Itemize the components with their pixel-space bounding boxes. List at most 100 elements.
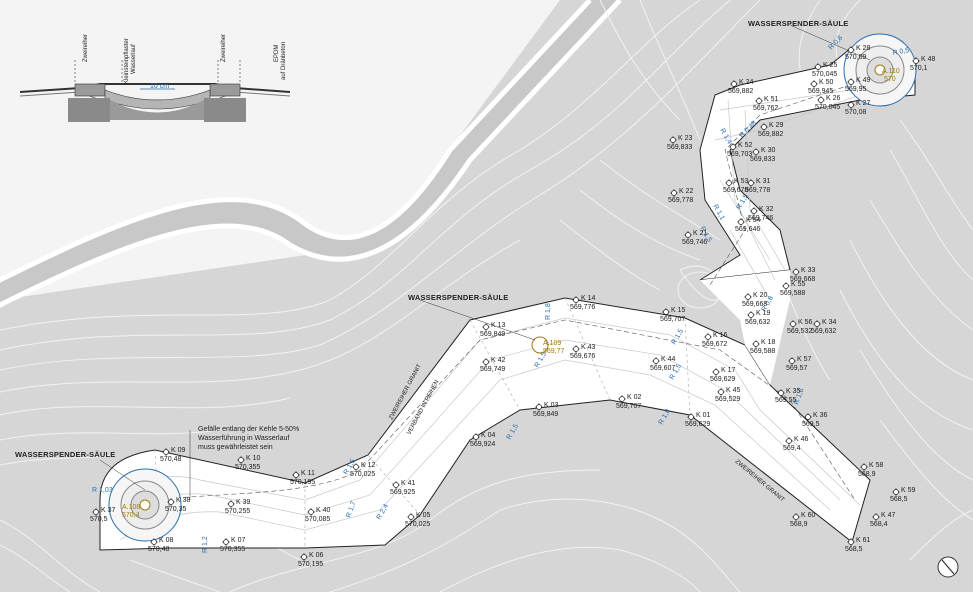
point-marker-icon bbox=[223, 539, 229, 545]
point-id: K 28 bbox=[856, 45, 871, 52]
point-id: K 30 bbox=[761, 147, 776, 154]
note-line-2: Wasserführung in Wasserlauf bbox=[198, 435, 289, 442]
point-elevation: 569,776 bbox=[570, 304, 595, 311]
point-elevation: 569,833 bbox=[750, 156, 775, 163]
point-id: K 20 bbox=[753, 292, 768, 299]
point-elevation: 569,833 bbox=[667, 144, 692, 151]
point-elevation: 570,025 bbox=[405, 521, 430, 528]
point-id: K 27 bbox=[856, 100, 871, 107]
elevation-point: K 05 570,025 bbox=[405, 512, 431, 528]
point-marker-icon bbox=[718, 389, 724, 395]
point-elevation: 569,672 bbox=[702, 341, 727, 348]
point-id: K 05 bbox=[416, 512, 431, 519]
elevation-point: K 12 570,025 bbox=[350, 462, 376, 478]
point-marker-icon bbox=[408, 514, 414, 520]
fountain-a109-name: A.109 bbox=[543, 340, 561, 347]
point-id: K 39 bbox=[236, 499, 251, 506]
point-id: K 10 bbox=[246, 455, 261, 462]
point-marker-icon bbox=[353, 464, 359, 470]
point-id: K 49 bbox=[856, 77, 871, 84]
point-id: K 31 bbox=[756, 178, 771, 185]
point-id: K 44 bbox=[661, 356, 676, 363]
point-elevation: 569,746 bbox=[748, 215, 773, 222]
point-id: K 29 bbox=[769, 122, 784, 129]
point-id: K 34 bbox=[822, 319, 837, 326]
point-id: K 08 bbox=[159, 537, 174, 544]
point-id: K 37 bbox=[101, 507, 116, 514]
point-id: K 50 bbox=[819, 79, 834, 86]
point-marker-icon bbox=[308, 509, 314, 515]
point-marker-icon bbox=[818, 97, 824, 103]
elevation-point: K 38 570,35 bbox=[165, 497, 191, 513]
point-elevation: 570,045 bbox=[812, 71, 837, 78]
point-marker-icon bbox=[913, 58, 919, 64]
point-id: K 01 bbox=[696, 412, 711, 419]
point-marker-icon bbox=[793, 514, 799, 520]
point-id: K 43 bbox=[581, 344, 596, 351]
point-elevation: 569,746 bbox=[682, 239, 707, 246]
point-marker-icon bbox=[163, 449, 169, 455]
point-elevation: 570,35 bbox=[165, 506, 187, 513]
point-id: K 09 bbox=[171, 447, 186, 454]
point-id: K 12 bbox=[361, 462, 376, 469]
point-marker-icon bbox=[811, 81, 817, 87]
point-marker-icon bbox=[301, 554, 307, 560]
point-marker-icon bbox=[228, 501, 234, 507]
point-elevation: 569,924 bbox=[470, 441, 495, 448]
point-elevation: 570,025 bbox=[350, 471, 375, 478]
north-arrow-icon bbox=[937, 556, 959, 578]
point-marker-icon bbox=[745, 294, 751, 300]
section-label-wasserlauf: Wasserlauf bbox=[131, 44, 137, 74]
point-marker-icon bbox=[751, 208, 757, 214]
point-marker-icon bbox=[748, 180, 754, 186]
point-id: K 07 bbox=[231, 537, 246, 544]
point-id: K 15 bbox=[671, 307, 686, 314]
radius-label: R 1,8 bbox=[545, 303, 552, 320]
point-marker-icon bbox=[688, 414, 694, 420]
point-id: K 38 bbox=[176, 497, 191, 504]
point-elevation: 569,4 bbox=[783, 445, 801, 452]
point-id: K 40 bbox=[316, 507, 331, 514]
point-marker-icon bbox=[814, 321, 820, 327]
fountain-a108 bbox=[108, 468, 182, 542]
point-marker-icon bbox=[848, 539, 854, 545]
point-marker-icon bbox=[861, 464, 867, 470]
point-marker-icon bbox=[473, 434, 479, 440]
point-elevation: 569,678 bbox=[723, 187, 748, 194]
point-elevation: 569,668 bbox=[790, 276, 815, 283]
point-elevation: 569,532 bbox=[787, 328, 812, 335]
point-marker-icon bbox=[670, 137, 676, 143]
point-elevation: 569,707 bbox=[616, 403, 641, 410]
point-id: K 53 bbox=[734, 178, 749, 185]
point-elevation: 569,925 bbox=[390, 489, 415, 496]
point-elevation: 569,849 bbox=[533, 411, 558, 418]
point-marker-icon bbox=[753, 149, 759, 155]
point-id: K 36 bbox=[813, 412, 828, 419]
point-marker-icon bbox=[726, 180, 732, 186]
point-elevation: 568,9 bbox=[790, 521, 808, 528]
point-id: K 54 bbox=[746, 217, 761, 224]
point-id: K 60 bbox=[801, 512, 816, 519]
radius-label: R 1,5 bbox=[506, 423, 520, 441]
point-marker-icon bbox=[756, 98, 762, 104]
point-marker-icon bbox=[93, 509, 99, 515]
note-line-1: Gefälle entlang der Kehle 5-50% bbox=[198, 426, 299, 433]
radius-label: R 1,03 bbox=[92, 487, 113, 494]
title-fountain-mid: WASSERSPENDER-SÄULE bbox=[408, 293, 508, 302]
point-id: K 18 bbox=[761, 339, 776, 346]
